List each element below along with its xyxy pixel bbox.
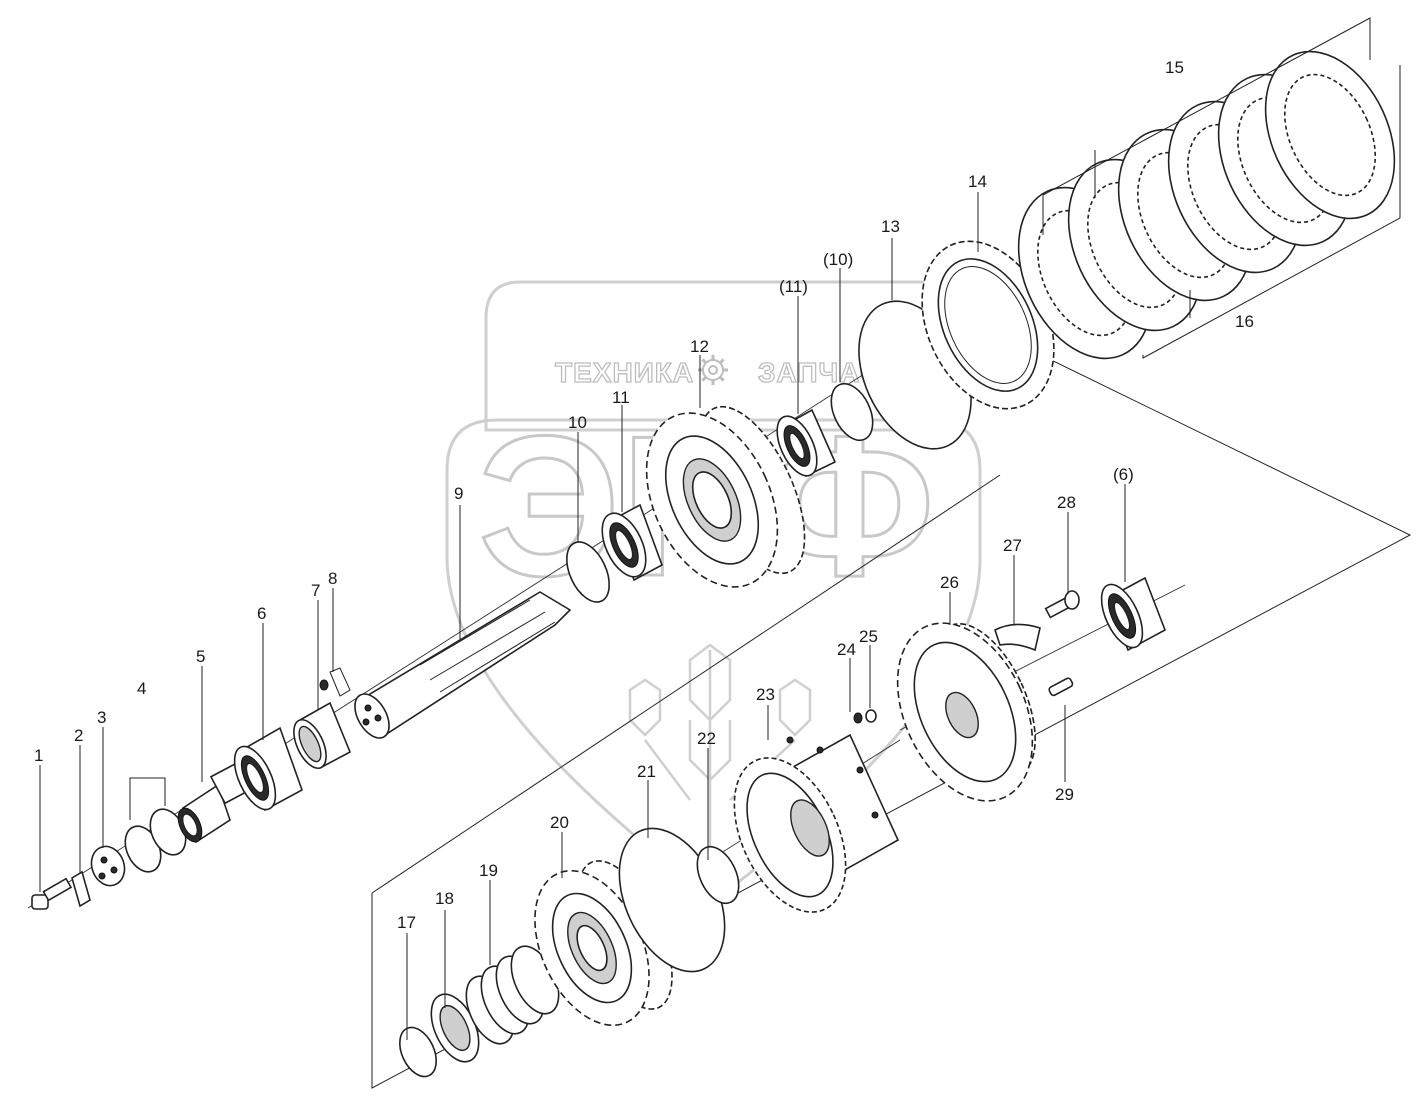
part-11-bearing — [601, 503, 663, 582]
callout-21: 21 — [637, 762, 656, 781]
part-6b-ball-bearing — [1100, 576, 1166, 652]
callout-28: 28 — [1057, 493, 1076, 512]
part-11b-bearing — [776, 408, 837, 478]
callout-18: 18 — [435, 889, 454, 908]
part-15-16-clutch-pack — [1017, 50, 1396, 360]
callout-2: 2 — [74, 726, 83, 745]
part-2-lock-plate — [71, 870, 91, 908]
callout-labels: 1 2 3 4 5 6 7 8 9 10 11 12 (10) (11) 13 … — [34, 58, 1254, 932]
callout-25: 25 — [859, 627, 878, 646]
part-22-seal-ring — [696, 845, 740, 905]
part-9-shaft — [354, 591, 572, 739]
part-28-bolt — [1044, 590, 1080, 619]
callout-11b: (11) — [779, 277, 808, 296]
callout-4: 4 — [137, 679, 146, 698]
part-29-dowel-pin — [1048, 677, 1074, 697]
callout-14: 14 — [968, 172, 987, 191]
callout-10b: (10) — [823, 250, 853, 269]
callout-leader-lines — [39, 17, 1401, 1040]
part-12-double-gear — [645, 405, 806, 588]
part-1-bolt — [31, 877, 73, 910]
callout-11: 11 — [612, 388, 630, 407]
part-18-washer — [430, 993, 480, 1063]
callout-6b: (6) — [1113, 465, 1134, 484]
callout-9: 9 — [454, 484, 463, 503]
part-27-segment — [994, 623, 1041, 652]
callout-15: 15 — [1165, 58, 1184, 77]
part-24-25-plugs — [853, 709, 877, 724]
callout-19: 19 — [479, 861, 498, 880]
callout-3: 3 — [97, 708, 106, 727]
part-14-toothed-ring — [921, 240, 1055, 410]
callout-12: 12 — [690, 337, 709, 356]
part-10b-circlip — [830, 382, 874, 442]
callout-24: 24 — [837, 640, 856, 659]
part-7-bushing — [293, 701, 352, 770]
callout-26: 26 — [940, 573, 959, 592]
callout-23: 23 — [756, 685, 775, 704]
callout-22: 22 — [697, 729, 716, 748]
callout-29: 29 — [1055, 785, 1074, 804]
callout-5: 5 — [196, 647, 205, 666]
callout-27: 27 — [1003, 536, 1022, 555]
part-4-seal-rings — [124, 808, 187, 873]
callout-8: 8 — [328, 569, 337, 588]
part-3-washer — [90, 845, 126, 887]
part-6-ball-bearing — [233, 726, 303, 812]
callout-17: 17 — [397, 913, 416, 932]
callout-13: 13 — [881, 217, 900, 236]
callout-10: 10 — [568, 413, 587, 432]
watermark-gear-icon — [698, 355, 728, 385]
callout-16: 16 — [1235, 312, 1254, 331]
part-23-clutch-drum — [733, 733, 900, 913]
part-20-gear — [534, 860, 673, 1027]
part-26-gear — [896, 622, 1036, 802]
callout-6: 6 — [257, 604, 266, 623]
callout-20: 20 — [550, 813, 569, 832]
watermark-left-word: ТЕХНИКА — [555, 357, 694, 388]
callout-1: 1 — [34, 746, 43, 765]
part-10-circlip — [566, 541, 610, 603]
part-8-pin — [319, 667, 351, 697]
callout-7: 7 — [311, 581, 320, 600]
